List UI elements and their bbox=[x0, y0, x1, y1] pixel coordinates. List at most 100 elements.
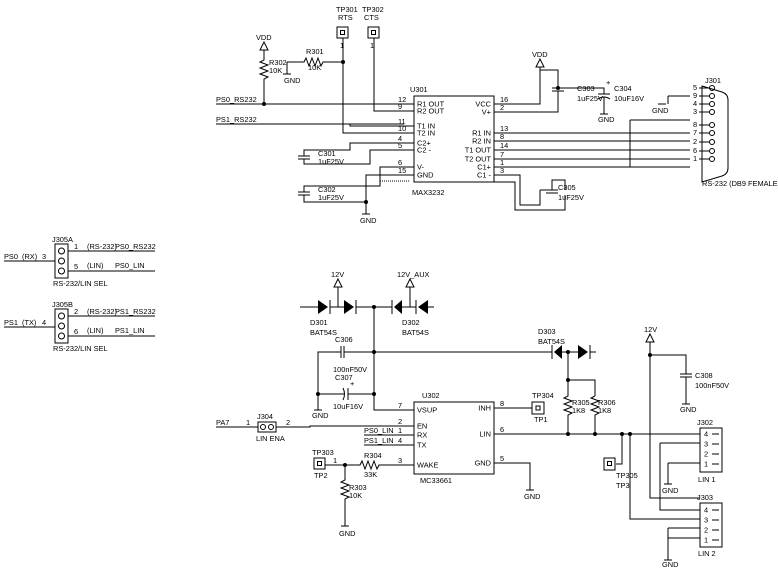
svg-text:(LIN): (LIN) bbox=[87, 261, 103, 270]
u301-pin-name: R2 IN bbox=[472, 137, 491, 146]
d303-ref: D303 bbox=[538, 327, 556, 336]
r301-value: 10K bbox=[308, 63, 321, 72]
u301-part: MAX3232 bbox=[412, 188, 444, 197]
tp303[interactable]: TP303 1 TP2 bbox=[312, 448, 337, 480]
u302-pin-name: TX bbox=[417, 441, 427, 450]
tp301[interactable]: TP301 RTS 1 bbox=[336, 5, 358, 50]
j305b[interactable]: J305B PS1 (TX) 4 2 6 (RS-232) (LIN) PS1_… bbox=[4, 300, 156, 353]
u302-pin-name: WAKE bbox=[417, 461, 439, 470]
u302-pin-6: 6 bbox=[500, 425, 504, 434]
u302-pin-1: 1 bbox=[398, 426, 402, 435]
u301-ref: U301 bbox=[410, 85, 428, 94]
u302-part: MC33661 bbox=[420, 476, 452, 485]
vdd-mid-symbol: VDD bbox=[494, 50, 605, 105]
tp304[interactable]: TP304 TP1 bbox=[504, 391, 554, 424]
c303: C303 1uF25V bbox=[494, 84, 603, 113]
u301-body bbox=[413, 95, 495, 183]
r303-ref: R303 bbox=[349, 483, 367, 492]
r304-ref: R304 bbox=[364, 451, 382, 460]
d302: D302 BAT54S bbox=[374, 300, 434, 337]
ps0-lin-label: PS0_LIN bbox=[364, 426, 394, 435]
c307-gnd-label: GND bbox=[312, 411, 328, 420]
d301-value: BAT54S bbox=[310, 328, 337, 337]
svg-text:(LIN): (LIN) bbox=[87, 326, 103, 335]
r303-gnd-label: GND bbox=[339, 529, 355, 538]
c305-value: 1uF25V bbox=[558, 193, 584, 202]
j304-ref: J304 bbox=[257, 412, 273, 421]
u301-pin-name: T1 IN bbox=[417, 122, 435, 131]
j305a-net: PS0 bbox=[4, 252, 18, 261]
j305a-dir: (RX) bbox=[22, 252, 37, 261]
r306-value: 1K8 bbox=[598, 406, 611, 415]
u301-pin-5: 5 bbox=[398, 141, 402, 150]
tp305[interactable]: TP305 TP3 bbox=[603, 457, 638, 490]
svg-text:4: 4 bbox=[42, 318, 46, 327]
svg-text:PS0_RS232: PS0_RS232 bbox=[115, 242, 156, 251]
j303-pin-1: 1 bbox=[704, 536, 708, 545]
j301-pin-2: 2 bbox=[693, 137, 697, 146]
tp302-pad bbox=[367, 26, 380, 39]
u301-pin-name: T2 IN bbox=[417, 129, 435, 138]
c304: + GND C304 10uF16V bbox=[597, 78, 644, 124]
svg-text:1: 1 bbox=[340, 41, 344, 50]
j305a-ref: J305A bbox=[52, 235, 73, 244]
ps1-lin-label: PS1_LIN bbox=[364, 436, 394, 445]
u302-ref: U302 bbox=[422, 391, 440, 400]
u301-pin-3: 3 bbox=[500, 166, 504, 175]
svg-text:2: 2 bbox=[286, 418, 290, 427]
j305b-net: PS1 bbox=[4, 318, 18, 327]
svg-text:1: 1 bbox=[370, 41, 374, 50]
svg-text:1: 1 bbox=[333, 456, 337, 465]
u301-pin-10: 10 bbox=[398, 124, 406, 133]
vdd-top-symbol: VDD bbox=[256, 33, 272, 56]
u302-body bbox=[413, 401, 495, 475]
u301-gnd-label: GND bbox=[360, 216, 376, 225]
u302-pin-2: 2 bbox=[398, 417, 402, 426]
c304-gnd-label: GND bbox=[598, 115, 614, 124]
c306-ref: C306 bbox=[335, 335, 353, 344]
c302-value: 1uF25V bbox=[318, 193, 344, 202]
u302-gnd-label: GND bbox=[524, 492, 540, 501]
j303-pin-4: 4 bbox=[704, 506, 708, 515]
j305b-ref: J305B bbox=[52, 300, 73, 309]
u301-pin-2: 2 bbox=[500, 103, 504, 112]
j301-pin-1: 1 bbox=[693, 154, 697, 163]
u302-pin-7: 7 bbox=[398, 401, 402, 410]
r304: R304 33K bbox=[345, 451, 404, 479]
j302-gnd-label: GND bbox=[662, 486, 678, 495]
u301-pin-name: VCC bbox=[475, 100, 491, 109]
u301-pin-9: 9 bbox=[398, 102, 402, 111]
u301-pin-14: 14 bbox=[500, 141, 508, 150]
c308-gnd-label: GND bbox=[680, 405, 696, 414]
u301-pin-11: 11 bbox=[398, 117, 406, 126]
svg-text:5: 5 bbox=[74, 262, 78, 271]
j305a[interactable]: J305A PS0 (RX) 3 1 5 (RS-232) (LIN) PS0_… bbox=[4, 235, 156, 288]
d301-ref: D301 bbox=[310, 318, 328, 327]
u301-pin-16: 16 bbox=[500, 95, 508, 104]
svg-text:12V: 12V bbox=[644, 325, 657, 334]
d301: D301 BAT54S bbox=[300, 300, 357, 337]
j303-gnd-label: GND bbox=[662, 560, 678, 568]
u301-pin-name: T1 OUT bbox=[465, 146, 492, 155]
c306: C306 100nF50V bbox=[317, 335, 374, 410]
j305a-sel: RS-232/LIN SEL bbox=[53, 279, 108, 288]
ps0-rs232-net: PS0_RS232 bbox=[216, 95, 404, 106]
j305b-sel: RS-232/LIN SEL bbox=[53, 344, 108, 353]
svg-text:2: 2 bbox=[74, 307, 78, 316]
tp302[interactable]: TP302 CTS 1 bbox=[362, 5, 384, 50]
c304-ref: C304 bbox=[614, 84, 632, 93]
r301-ref: R301 bbox=[306, 47, 324, 56]
tp304-ref: TP304 bbox=[532, 391, 554, 400]
u301-pin-name: T2 OUT bbox=[465, 155, 492, 164]
svg-text:(RS-232): (RS-232) bbox=[87, 307, 117, 316]
j304[interactable]: J304 1 2 LIN ENA bbox=[246, 412, 404, 443]
c305: C305 1uF25V bbox=[494, 174, 584, 211]
d302-value: BAT54S bbox=[402, 328, 429, 337]
u301-gnd-net: GND bbox=[360, 174, 410, 225]
